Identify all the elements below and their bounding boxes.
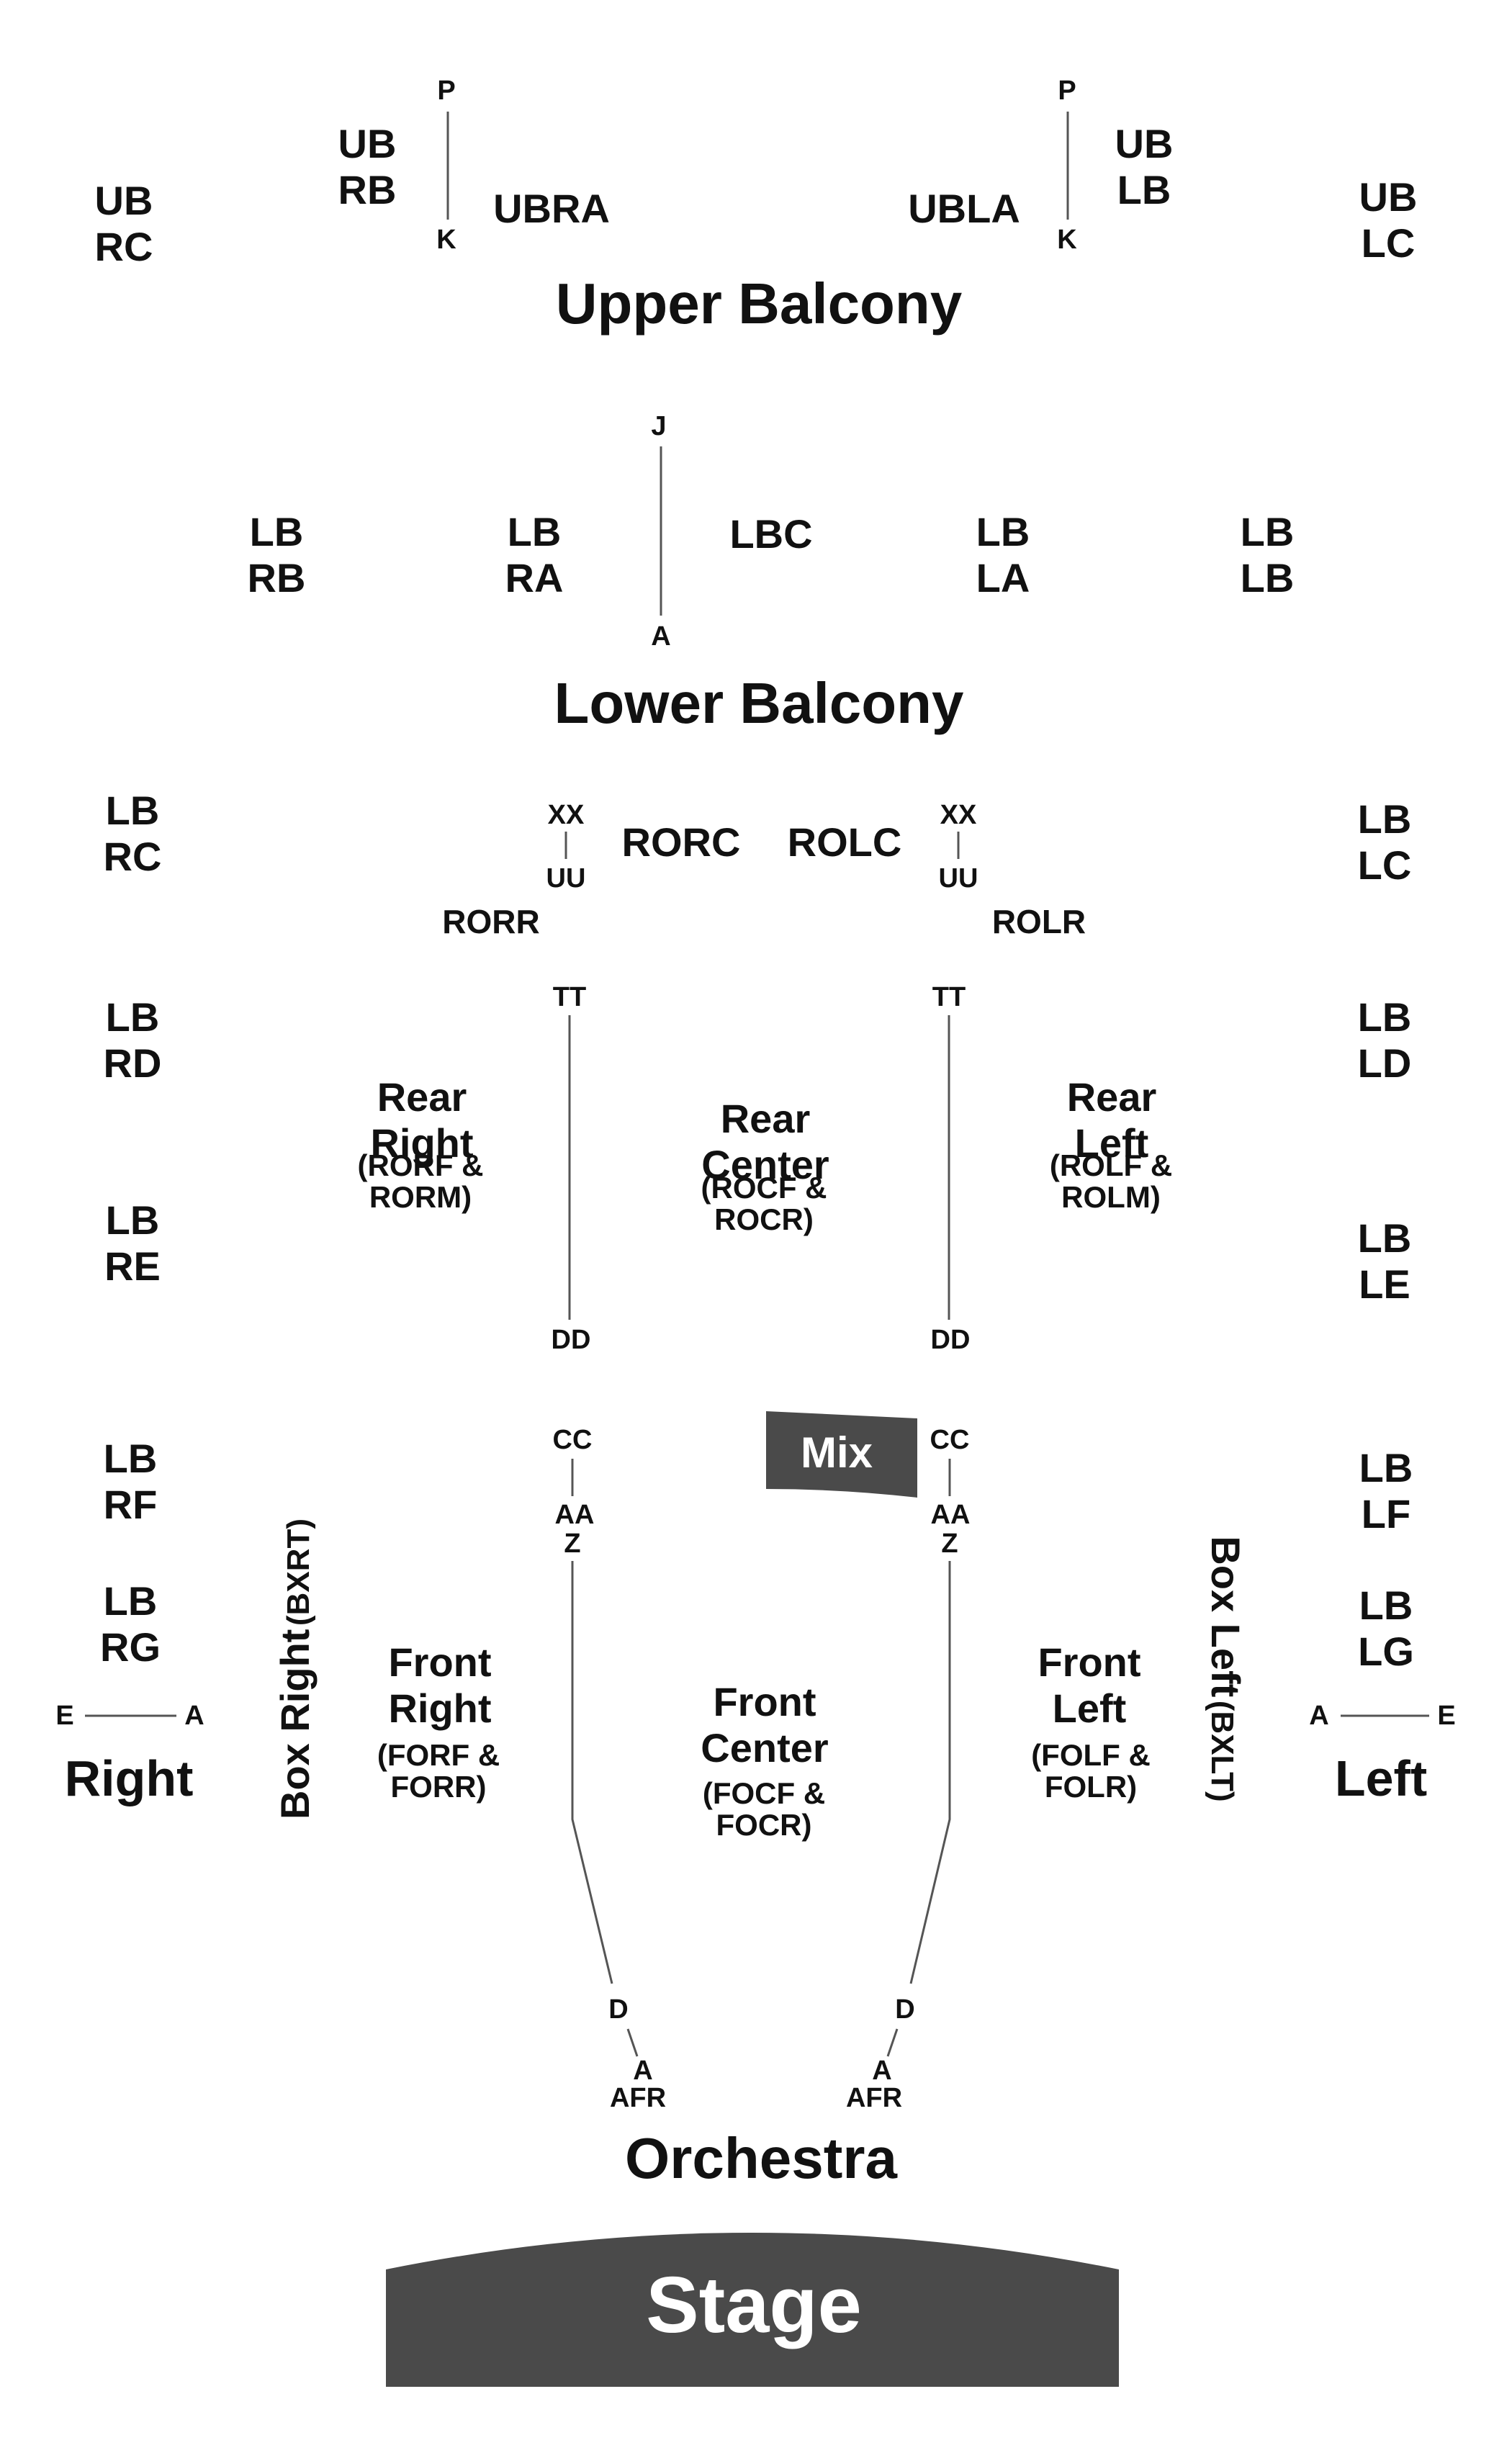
box-right-code: (BXRT) (281, 1518, 316, 1626)
section-lb-rf[interactable]: LB RF (103, 1436, 158, 1527)
row-label-z: Z (941, 1529, 958, 1559)
section-lb-le[interactable]: LB LE (1357, 1215, 1412, 1307)
row-label-tt: TT (932, 982, 966, 1012)
row-label-e: E (1437, 1701, 1456, 1731)
stage-shape (386, 2233, 1119, 2387)
row-label-afr: AFR (609, 2083, 667, 2113)
section-ubra[interactable]: UBRA (493, 186, 610, 231)
row-label-a: A (1309, 1701, 1329, 1731)
section-box-left[interactable]: Box Left (BXLT) (1202, 1536, 1248, 1801)
section-lb-rd[interactable]: LB RD (103, 994, 162, 1086)
row-label-a: A (633, 2056, 653, 2086)
section-rorc[interactable]: RORC (621, 819, 741, 865)
row-label-d: D (608, 1994, 629, 2025)
section-lb-ld[interactable]: LB LD (1357, 994, 1412, 1086)
mix-label: Mix (800, 1428, 873, 1477)
rear-center-codes: (ROCF & ROCR) (701, 1171, 827, 1236)
row-label-k: K (436, 225, 456, 255)
front-left-codes: (FOLF & FOLR) (1031, 1738, 1151, 1804)
row-label-p: P (437, 76, 456, 106)
box-left-label: Box Left (1203, 1536, 1248, 1698)
row-label-z: Z (564, 1529, 581, 1559)
front-left-d-a-line (886, 2028, 899, 2057)
row-label-tt: TT (552, 982, 587, 1012)
section-lb-rb[interactable]: LB RB (247, 509, 306, 600)
row-label-a: A (872, 2056, 892, 2086)
section-rear-left[interactable]: Rear Left (1066, 1074, 1157, 1166)
section-lb-lf[interactable]: LB LF (1359, 1445, 1413, 1536)
section-lb-rg[interactable]: LB RG (100, 1578, 161, 1670)
row-label-uu: UU (546, 863, 586, 894)
section-rolr[interactable]: ROLR (991, 903, 1086, 940)
section-lb-lc[interactable]: LB LC (1357, 796, 1412, 888)
section-ub-lb[interactable]: UB LB (1115, 121, 1174, 212)
row-label-xx: XX (547, 800, 585, 830)
lower-balcony-title: Lower Balcony (554, 671, 964, 735)
row-label-a: A (184, 1701, 204, 1731)
section-rear-center[interactable]: Rear Center (701, 1096, 829, 1187)
row-label-e: E (55, 1701, 74, 1731)
section-ubla[interactable]: UBLA (908, 186, 1020, 231)
front-right-codes: (FORF & FORR) (377, 1738, 500, 1804)
section-front-right[interactable]: Front Right (388, 1639, 492, 1731)
row-label-dd: DD (930, 1325, 971, 1355)
section-lb-la[interactable]: LB LA (976, 509, 1030, 600)
section-lbc[interactable]: LBC (729, 511, 813, 557)
row-label-aa: AA (554, 1500, 595, 1530)
row-label-cc: CC (930, 1425, 970, 1455)
row-label-k: K (1057, 225, 1077, 255)
section-ub-rc[interactable]: UB RC (94, 178, 153, 269)
orchestra-title: Orchestra (625, 2126, 897, 2190)
row-label-xx: XX (940, 800, 977, 830)
rear-right-codes: (RORF & RORM) (357, 1148, 484, 1214)
front-center-codes: (FOCF & FOCR) (702, 1776, 826, 1842)
section-lb-lg[interactable]: LB LG (1358, 1583, 1414, 1674)
section-lb-lb[interactable]: LB LB (1240, 509, 1295, 600)
section-lb-ra[interactable]: LB RA (505, 509, 564, 600)
row-label-j: J (651, 411, 667, 441)
stage-label: Stage (646, 2261, 862, 2349)
box-right-label: Box Right (272, 1629, 318, 1819)
row-label-aa: AA (930, 1500, 971, 1530)
row-label-a: A (651, 621, 671, 652)
row-label-d: D (895, 1994, 915, 2025)
section-ub-rb[interactable]: UB RB (338, 121, 397, 212)
front-right-aisle-line (571, 1561, 613, 1984)
upper-balcony-title: Upper Balcony (555, 271, 963, 336)
front-right-d-a-line (626, 2028, 639, 2057)
mix-booth (766, 1411, 917, 1498)
rear-left-codes: (ROLF & ROLM) (1049, 1148, 1173, 1214)
section-rorr[interactable]: RORR (442, 903, 540, 940)
section-rear-right[interactable]: Rear Right (370, 1074, 474, 1166)
section-right[interactable]: Right (64, 1750, 194, 1806)
row-label-afr: AFR (845, 2083, 903, 2113)
section-lb-re[interactable]: LB RE (104, 1197, 161, 1289)
row-label-dd: DD (551, 1325, 591, 1355)
box-left-code: (BXLT) (1205, 1700, 1240, 1802)
row-label-p: P (1058, 76, 1076, 106)
row-label-uu: UU (938, 863, 978, 894)
section-front-left[interactable]: Front Left (1038, 1639, 1141, 1731)
section-rolc[interactable]: ROLC (787, 819, 902, 865)
section-box-right[interactable]: Box Right (BXRT) (272, 1518, 318, 1819)
row-label-cc: CC (552, 1425, 593, 1455)
section-lb-rc[interactable]: LB RC (103, 788, 162, 879)
section-left[interactable]: Left (1334, 1750, 1428, 1806)
front-left-aisle-line (909, 1561, 951, 1984)
section-ub-lc[interactable]: UB LC (1359, 174, 1418, 266)
section-front-center[interactable]: Front Center (701, 1679, 829, 1770)
